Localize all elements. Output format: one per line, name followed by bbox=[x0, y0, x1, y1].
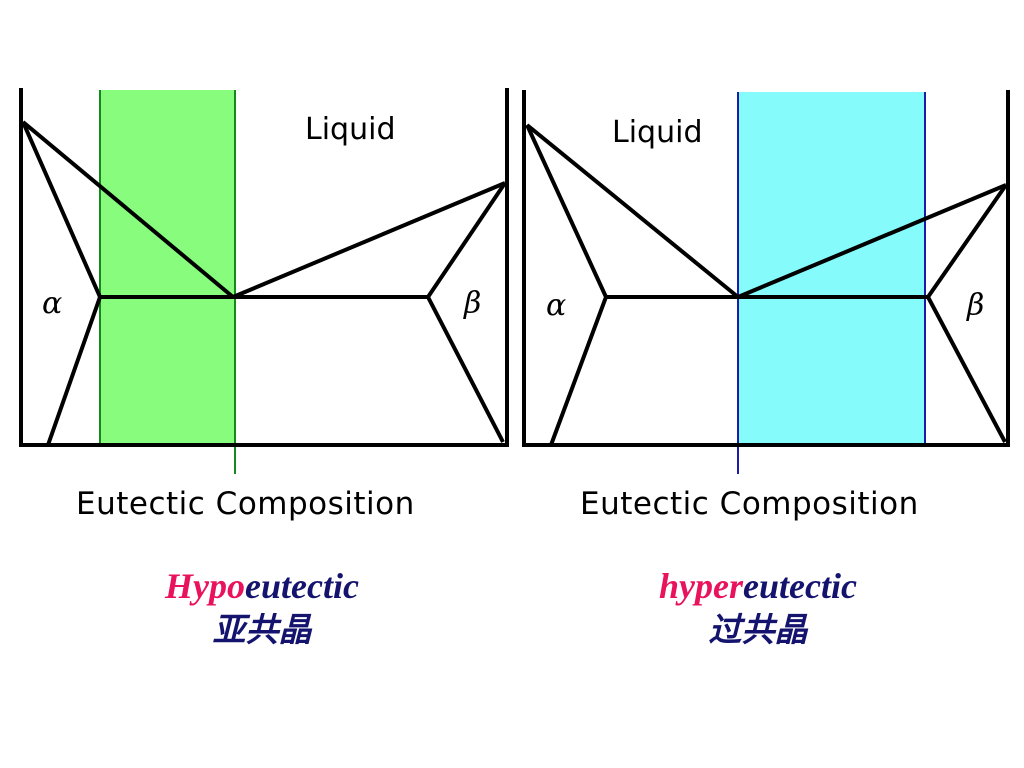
title-root: eutectic bbox=[743, 566, 857, 606]
title-chinese: 过共晶 bbox=[708, 610, 808, 649]
beta-solvus-solidus bbox=[425, 181, 507, 443]
beta-solvus-solidus bbox=[925, 183, 1008, 443]
hypoeutectic-region bbox=[100, 90, 235, 445]
phase-boundaries bbox=[522, 90, 1010, 447]
hypereutectic-phase-diagram bbox=[522, 90, 1010, 474]
liquid-label: Liquid bbox=[305, 112, 396, 147]
liquidus-right bbox=[232, 181, 506, 299]
hypoeutectic-title: Hypoeutectic 亚共晶 bbox=[132, 566, 392, 650]
beta-label: β bbox=[967, 288, 985, 323]
phase-boundaries bbox=[19, 88, 509, 447]
liquid-label: Liquid bbox=[612, 115, 703, 150]
beta-label: β bbox=[464, 286, 482, 321]
alpha-solvus-solidus bbox=[525, 124, 609, 446]
title-prefix: hyper bbox=[659, 566, 744, 606]
hypereutectic-region bbox=[738, 92, 925, 445]
title-chinese: 亚共晶 bbox=[212, 610, 312, 649]
title-root: eutectic bbox=[245, 566, 359, 606]
hypereutectic-title: hypereutectic 过共晶 bbox=[628, 566, 888, 650]
eutectic-composition-caption: Eutectic Composition bbox=[76, 486, 415, 522]
liquidus-left bbox=[21, 120, 235, 299]
hypoeutectic-phase-diagram bbox=[19, 88, 509, 474]
eutectic-composition-caption: Eutectic Composition bbox=[580, 486, 919, 522]
alpha-label: α bbox=[546, 288, 567, 323]
alpha-label: α bbox=[42, 286, 63, 321]
liquidus-left bbox=[525, 123, 740, 299]
liquidus-right bbox=[737, 183, 1007, 299]
title-prefix: Hypo bbox=[165, 566, 246, 606]
